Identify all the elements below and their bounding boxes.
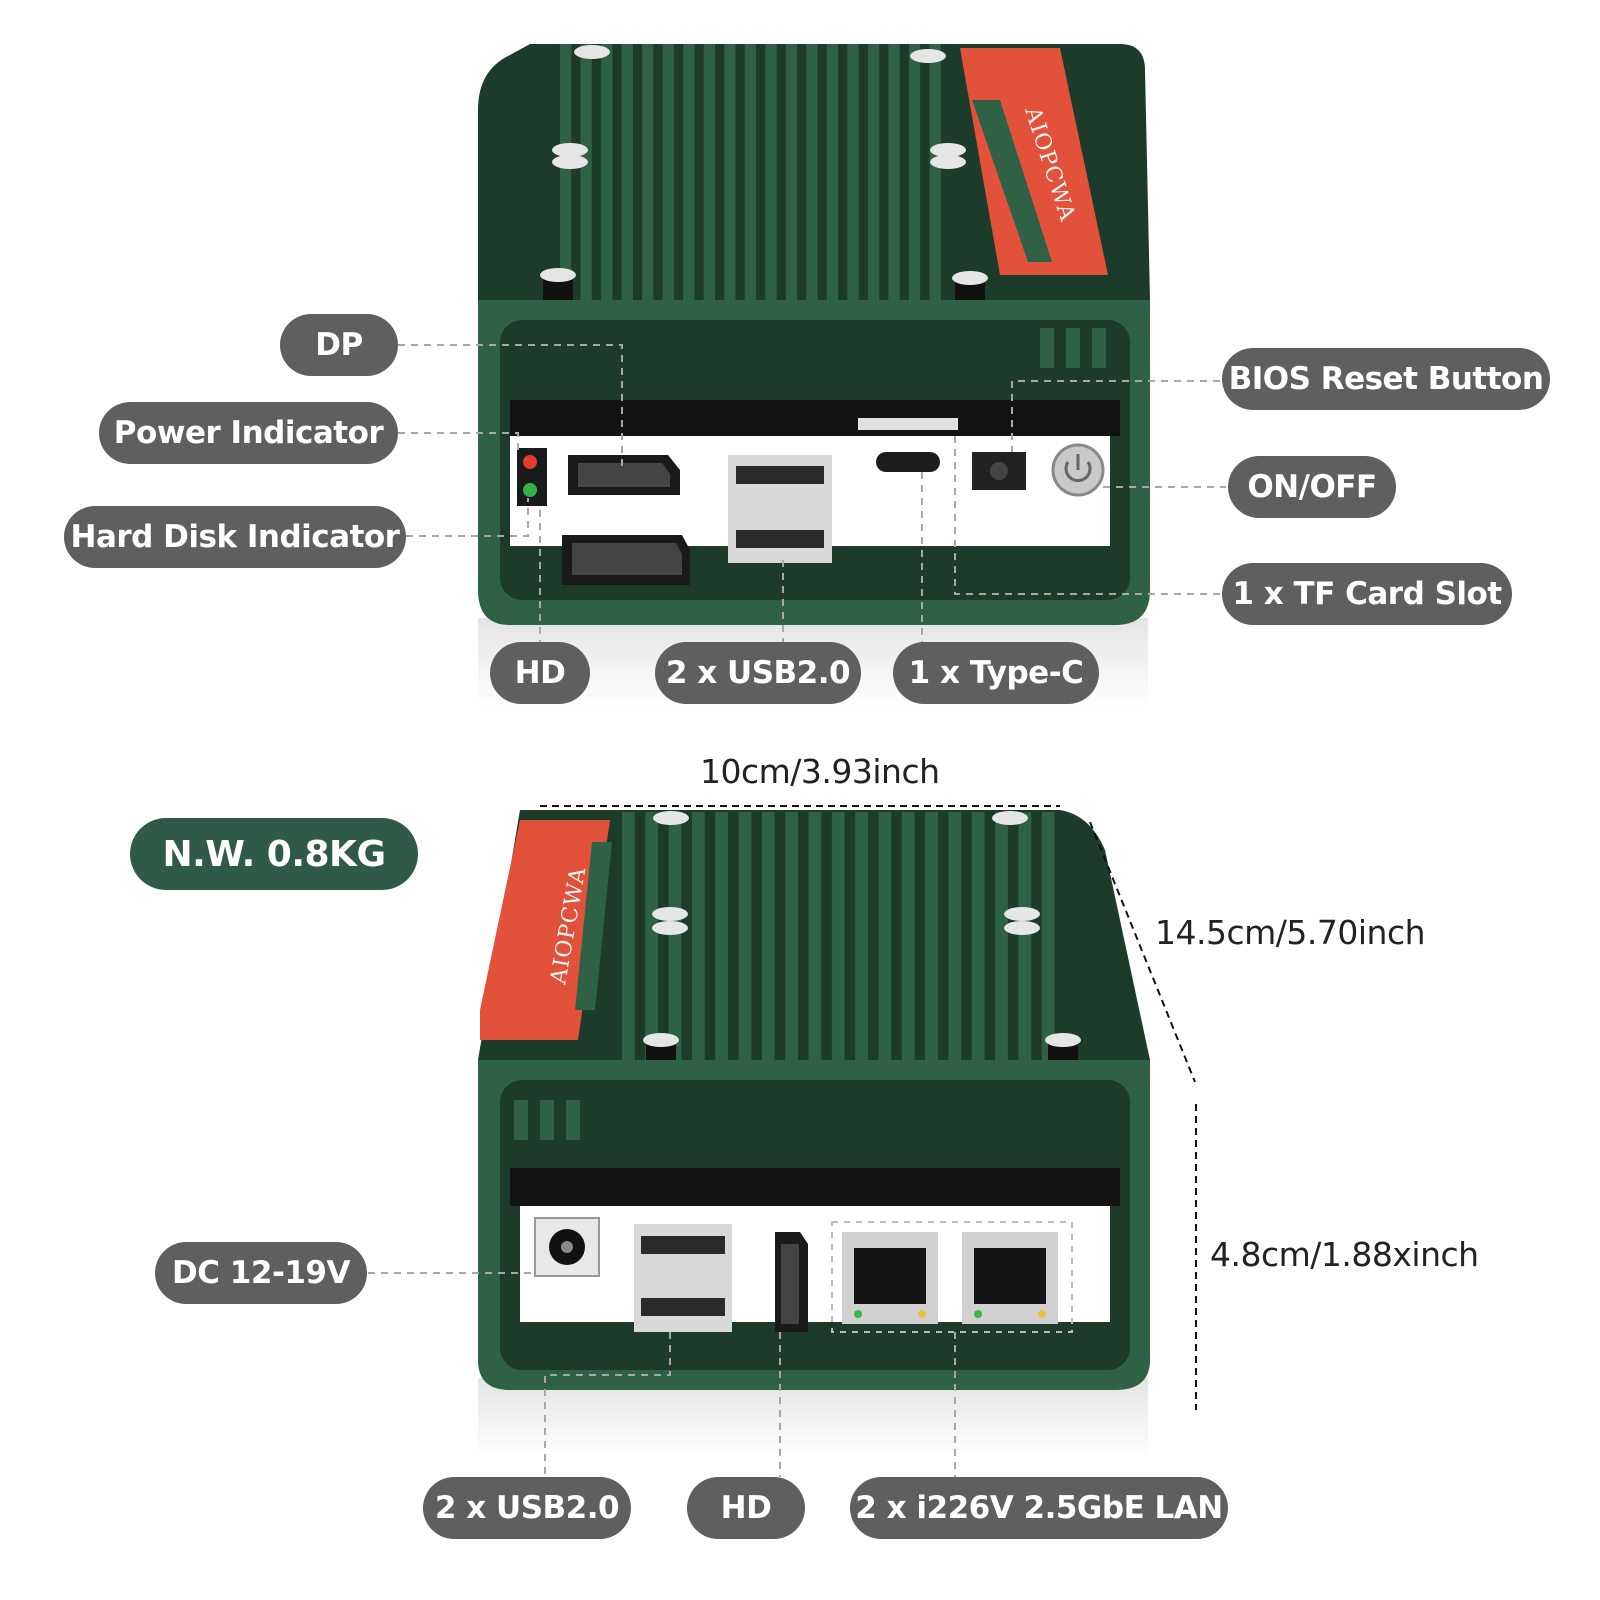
heatsink-fin: [826, 44, 839, 300]
disk-led: [523, 483, 537, 497]
heatsink-fin: [744, 44, 756, 300]
front-stripe-groove: [972, 100, 1052, 262]
heatsink-fin: [580, 44, 592, 300]
type-c-port: [876, 452, 940, 472]
label-dp: DP: [280, 314, 398, 376]
heatsink-fin: [683, 44, 695, 300]
rear-heatsink-fins: [622, 812, 1055, 1060]
heatsink-fin: [971, 812, 985, 1060]
front-heatsink-fins: [560, 44, 941, 300]
tf-card-slot: [858, 418, 958, 430]
dimension-lines: [540, 805, 1197, 1410]
label-usb-rear: 2 x USB2.0: [423, 1477, 631, 1539]
heatsink-fin: [645, 812, 659, 1060]
dimension-height: 4.8cm/1.88xinch: [1210, 1235, 1479, 1274]
label-on-off: ON/OFF: [1228, 456, 1396, 518]
label-type-c: 1 x Type-C: [893, 642, 1099, 704]
dimension-depth: 14.5cm/5.70inch: [1155, 913, 1426, 952]
label-hard-disk-indicator: Hard Disk Indicator: [64, 506, 406, 568]
heatsink-fin: [668, 812, 682, 1060]
heatsink-fin: [925, 812, 938, 1060]
heatsink-fin: [560, 44, 572, 300]
dimension-width: 10cm/3.93inch: [700, 752, 940, 791]
heatsink-fin: [878, 812, 892, 1060]
heatsink-fin: [855, 812, 868, 1060]
heatsink-fin: [621, 44, 633, 300]
rear-device: AIOPCWA: [478, 810, 1150, 1458]
heatsink-fin: [715, 812, 729, 1060]
heatsink-fin: [724, 44, 736, 300]
label-lan: 2 x i226V 2.5GbE LAN: [850, 1477, 1228, 1539]
heatsink-fin: [847, 44, 859, 300]
heatsink-fin: [831, 812, 845, 1060]
front-pcb-edge: [510, 400, 1120, 436]
weight-badge: N.W. 0.8KG: [130, 818, 418, 890]
label-hd-rear: HD: [687, 1477, 805, 1539]
label-tf-card: 1 x TF Card Slot: [1222, 563, 1512, 625]
heatsink-fin: [622, 812, 635, 1060]
front-frame-slots: [1040, 328, 1106, 368]
heatsink-fin: [929, 44, 941, 300]
power-led: [523, 455, 537, 469]
heatsink-fin: [995, 812, 1008, 1060]
heatsink-fin: [948, 812, 962, 1060]
heatsink-fin: [785, 44, 798, 300]
heatsink-fin: [761, 812, 775, 1060]
label-hd-front: HD: [490, 642, 590, 704]
heatsink-fin: [703, 44, 715, 300]
heatsink-fin: [662, 44, 674, 300]
heatsink-fin: [642, 44, 654, 300]
lan-group-outline: [831, 1221, 1073, 1333]
rear-frame-slots: [514, 1100, 580, 1140]
heatsink-fin: [738, 812, 752, 1060]
heatsink-fin: [867, 44, 880, 300]
heatsink-fin: [888, 44, 900, 300]
leader-lines: [368, 344, 1226, 1477]
label-bios-reset: BIOS Reset Button: [1222, 348, 1550, 410]
rear-reflection: [478, 1378, 1148, 1458]
heatsink-fin: [901, 812, 915, 1060]
heatsink-fin: [1018, 812, 1032, 1060]
heatsink-fin: [1041, 812, 1055, 1060]
label-dc: DC 12-19V: [155, 1242, 367, 1304]
label-power-indicator: Power Indicator: [99, 402, 398, 464]
rear-pcb-edge: [510, 1168, 1120, 1206]
heatsink-fin: [806, 44, 818, 300]
label-usb-front: 2 x USB2.0: [655, 642, 861, 704]
heatsink-fin: [765, 44, 777, 300]
heatsink-fin: [785, 812, 798, 1060]
heatsink-fin: [908, 44, 921, 300]
front-device: AIOPCWA: [478, 44, 1150, 708]
heatsink-fin: [691, 812, 705, 1060]
heatsink-fin: [808, 812, 822, 1060]
rear-brand-stripe: [480, 820, 610, 1040]
heatsink-fin: [601, 44, 613, 300]
